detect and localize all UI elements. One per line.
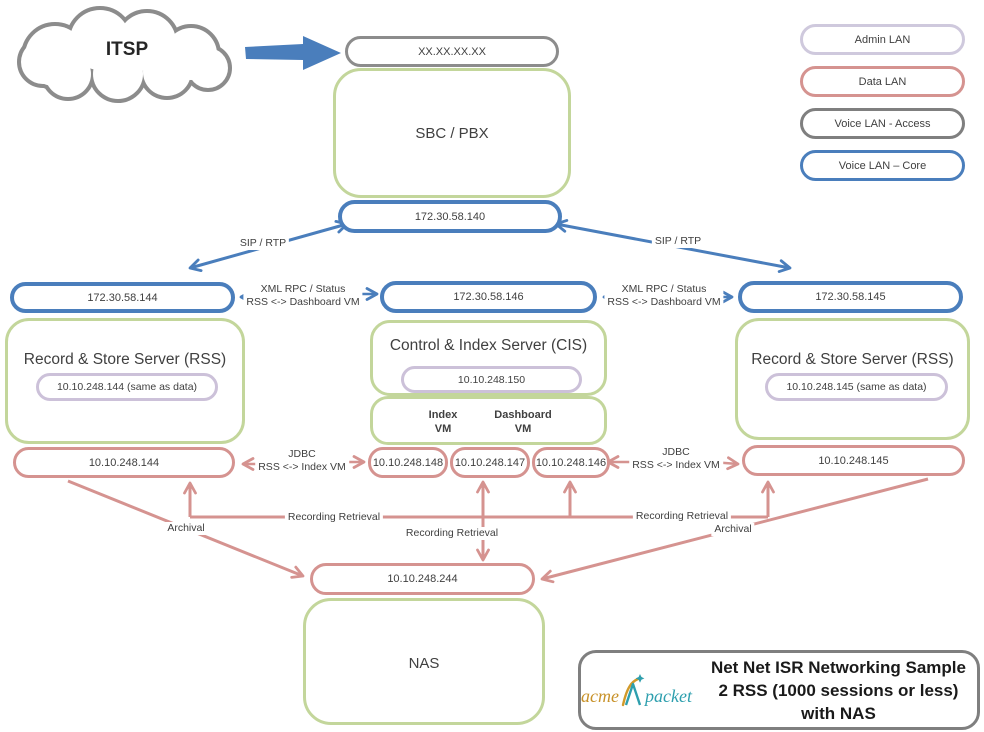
legend-voice-lan-access-label: Voice LAN - Access [834, 117, 931, 130]
cis-admin-ip-pill: 10.10.248.150 [401, 366, 582, 393]
sip-rtp-label-left: SIP / RTP [236, 237, 290, 250]
rss-left-admin-ip-label: 10.10.248.144 (same as data) [56, 381, 198, 393]
itsp-cloud [17, 6, 232, 103]
data-cis1-ip-label: 10.10.248.148 [372, 456, 444, 469]
dashboard-vm-label: Dashboard VM [494, 409, 552, 435]
recording-retrieval-label-left: Recording Retrieval [284, 511, 384, 524]
recording-retrieval-label-center: Recording Retrieval [402, 527, 502, 540]
diagram-title: Net Net ISR Networking Sample 2 RSS (100… [710, 657, 966, 723]
legend-admin-lan-label: Admin LAN [854, 33, 911, 46]
wan-ip-label: XX.XX.XX.XX [418, 45, 486, 58]
data-right-ip-pill: 10.10.248.145 [742, 445, 965, 476]
recording-retrieval-label-right: Recording Retrieval [632, 510, 732, 523]
voice-right-ip-label: 172.30.58.145 [815, 291, 886, 303]
sbc-pbx-box: SBC / PBX [333, 68, 571, 198]
xml-rpc-label-left: XML RPC / Status RSS <-> Dashboard VM [243, 283, 363, 309]
nas-ip-pill: 10.10.248.244 [310, 563, 535, 595]
data-cis2-ip-pill: 10.10.248.147 [450, 447, 530, 478]
voice-core-ip-pill: 172.30.58.140 [338, 200, 562, 233]
acme-packet-logo: acme packet [581, 673, 692, 707]
jdbc-label-left: JDBC RSS <-> Index VM [255, 448, 349, 474]
data-right-ip-label: 10.10.248.145 [818, 454, 889, 467]
voice-left-ip-pill: 172.30.58.144 [10, 282, 235, 313]
data-cis3-ip-label: 10.10.248.146 [535, 456, 607, 469]
logo-packet-text: packet [644, 686, 692, 706]
nas-box: NAS [303, 598, 545, 725]
voice-mid-ip-pill: 172.30.58.146 [380, 281, 597, 313]
cis-box: Control & Index Server (CIS) 10.10.248.1… [370, 320, 607, 396]
legend-data-lan-label: Data LAN [858, 75, 907, 88]
legend-voice-lan-core: Voice LAN – Core [800, 150, 965, 181]
rss-left-title: Record & Store Server (RSS) [23, 351, 227, 368]
voice-right-ip-pill: 172.30.58.145 [738, 281, 963, 313]
legend-voice-lan-core-label: Voice LAN – Core [838, 159, 927, 172]
archival-label-left: Archival [164, 522, 208, 535]
rss-right-admin-ip-label: 10.10.248.145 (same as data) [786, 381, 927, 393]
data-cis1-ip-pill: 10.10.248.148 [368, 447, 448, 478]
sbc-pbx-label: SBC / PBX [415, 125, 489, 142]
sip-rtp-label-right: SIP / RTP [651, 235, 705, 248]
voice-core-ip-label: 172.30.58.140 [414, 210, 486, 223]
cis-admin-ip-label: 10.10.248.150 [457, 373, 526, 386]
wan-ip-pill: XX.XX.XX.XX [345, 36, 559, 67]
data-left-ip-label: 10.10.248.144 [88, 456, 160, 469]
itsp-arrow [245, 36, 341, 70]
legend-data-lan: Data LAN [800, 66, 965, 97]
title-box: acme packet Net Net ISR Networking Sampl… [578, 650, 980, 730]
voice-mid-ip-label: 172.30.58.146 [453, 291, 524, 303]
archival-label-right: Archival [711, 523, 755, 536]
acme-packet-swoosh-icon [621, 674, 645, 707]
voice-left-ip-label: 172.30.58.144 [87, 291, 158, 304]
nas-label: NAS [408, 655, 440, 672]
data-cis2-ip-label: 10.10.248.147 [454, 456, 526, 469]
vm-box: Index VM Dashboard VM [370, 396, 607, 445]
cis-title: Control & Index Server (CIS) [389, 337, 588, 354]
data-left-ip-pill: 10.10.248.144 [13, 447, 235, 478]
data-cis3-ip-pill: 10.10.248.146 [532, 447, 610, 478]
rss-left-admin-ip-pill: 10.10.248.144 (same as data) [36, 373, 218, 401]
rss-right-box: Record & Store Server (RSS) 10.10.248.14… [735, 318, 970, 440]
rss-left-box: Record & Store Server (RSS) 10.10.248.14… [5, 318, 245, 444]
legend-voice-lan-access: Voice LAN - Access [800, 108, 965, 139]
rss-right-admin-ip-pill: 10.10.248.145 (same as data) [765, 373, 948, 401]
legend-admin-lan: Admin LAN [800, 24, 965, 55]
index-vm-label: Index VM [428, 409, 458, 435]
nas-ip-label: 10.10.248.244 [387, 573, 458, 585]
xml-rpc-label-right: XML RPC / Status RSS <-> Dashboard VM [604, 283, 724, 309]
rss-right-title: Record & Store Server (RSS) [751, 351, 954, 368]
itsp-cloud-label: ITSP [105, 39, 149, 60]
jdbc-label-right: JDBC RSS <-> Index VM [629, 446, 723, 472]
logo-acme-text: acme [581, 686, 619, 706]
